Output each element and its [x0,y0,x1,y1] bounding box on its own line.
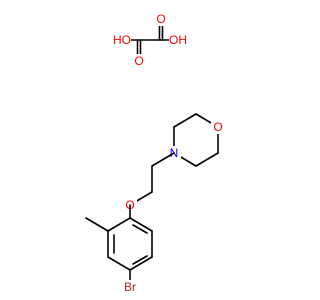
aryl-ring: Br [85,204,153,294]
molecule-drawing: HO OH O O O N O [85,12,225,294]
bond-n-ch2 [151,152,175,167]
bond-ring-double-3 [132,224,148,234]
bond-ring-c1-c2 [107,217,131,232]
oxalic-ho-label: HO [113,33,131,47]
oxalic-oh-label: OH [169,33,187,47]
oxalic-o-top-label: O [156,12,165,26]
bond-ring-c4-c5 [129,256,153,271]
bond-c1-c2 [173,113,197,128]
bond-methyl [85,217,109,232]
ethyl-linker: O [123,152,175,212]
morpholine-o-label: O [213,120,222,134]
bond-ring-double-2 [132,255,148,265]
bond-ring-c3-c4 [107,256,131,271]
oxalic-o-bottom-label: O [134,54,143,68]
structure-canvas: HO OH O O O N O [85,12,225,294]
bond-c3-c4 [195,152,219,167]
morpholine-ring: O N [167,113,225,167]
bond-ring-c6-c1 [129,217,153,232]
oxalic-acid: HO OH O O [113,12,187,68]
bromine-label: Br [124,280,136,294]
